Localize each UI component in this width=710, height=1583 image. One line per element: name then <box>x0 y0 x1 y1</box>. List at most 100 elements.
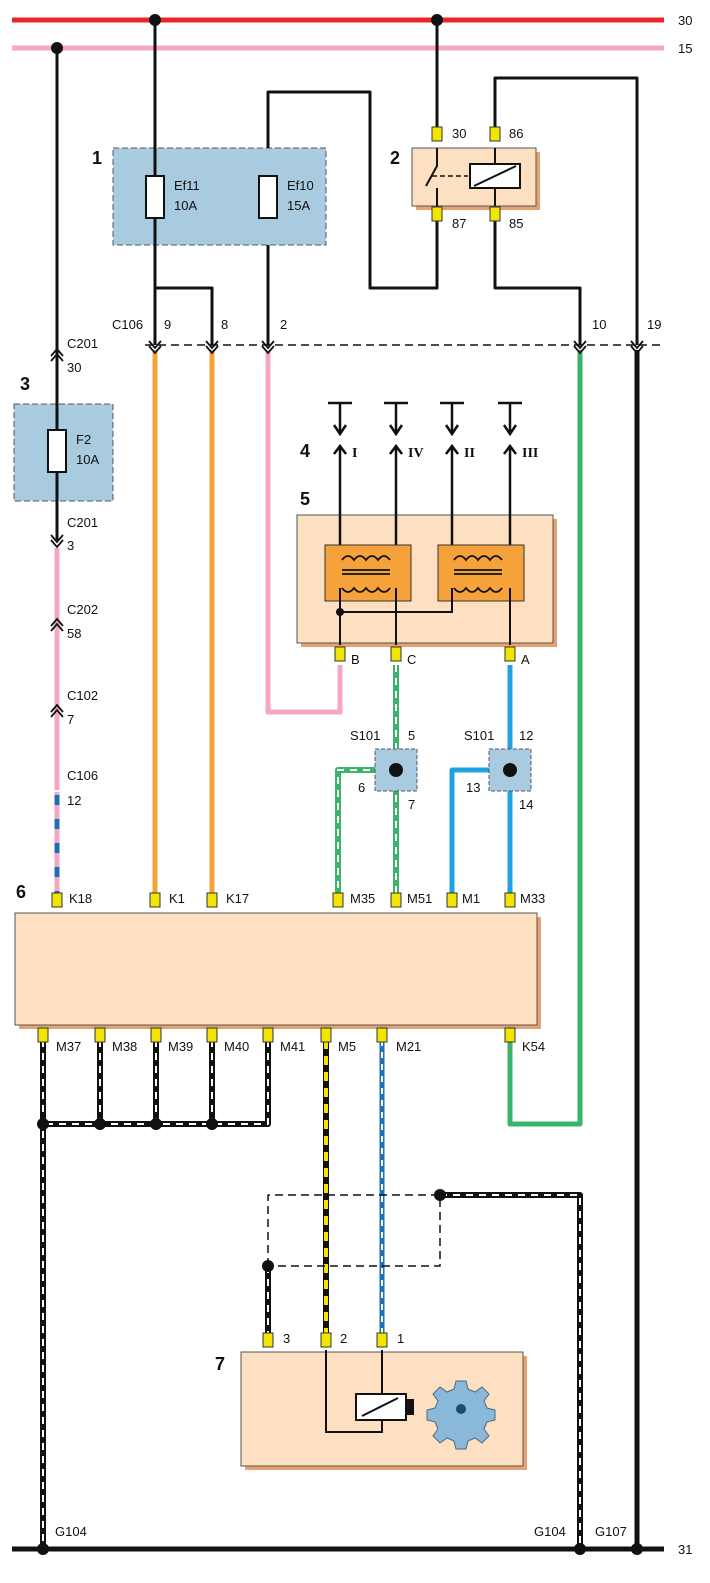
spark-lead-4 <box>389 443 403 560</box>
spark-lead-2 <box>445 443 459 560</box>
spark-label-iii: III <box>522 446 538 461</box>
fuse-f2-icon <box>47 429 67 473</box>
chevron-c201-3 <box>50 534 64 549</box>
pin-m5 <box>320 1027 332 1043</box>
c102-pin: 7 <box>67 712 74 727</box>
pin-k54 <box>504 1027 516 1043</box>
pin-m41 <box>262 1027 274 1043</box>
c201-top-pin: 30 <box>67 360 81 375</box>
junction-g107 <box>631 1543 643 1555</box>
c201-top-name: C201 <box>67 336 98 351</box>
spark-lead-3 <box>503 443 517 560</box>
power-rails: 30 15 31 <box>12 13 692 1557</box>
sensor-internal-wiring <box>325 1350 383 1433</box>
junctions <box>37 14 643 1555</box>
callout-4: 4 <box>300 441 310 461</box>
ecu-pin-m40: M40 <box>224 1039 249 1054</box>
pin-coil-a <box>504 646 516 662</box>
gear-icon <box>426 1380 496 1450</box>
ecu-pin-m33: M33 <box>520 891 545 906</box>
coil-internals: B C A <box>324 544 530 667</box>
sensor-coil-slash <box>361 1397 399 1417</box>
callout-1: 1 <box>92 148 102 168</box>
junction-rail30-ef11 <box>149 14 161 26</box>
callout-5: 5 <box>300 489 310 509</box>
ecu-pin-m5: M5 <box>338 1039 356 1054</box>
junction-ground-bus <box>37 1118 49 1130</box>
junction-rail30-relay <box>431 14 443 26</box>
coil-pin-c: C <box>407 652 416 667</box>
ecu-pin-k54: K54 <box>522 1039 545 1054</box>
c106-pin-19: 19 <box>647 317 661 332</box>
c201-bottom-pin: 3 <box>67 538 74 553</box>
rail-31-label: 31 <box>678 1542 692 1557</box>
c106-pin-9: 9 <box>164 317 171 332</box>
chevron-c202-58 <box>50 617 64 632</box>
ecu-pin-m35: M35 <box>350 891 375 906</box>
ecu-pin-m38: M38 <box>112 1039 137 1054</box>
spark-plug-4-icon <box>384 401 408 437</box>
sensor-pin-1: 1 <box>397 1331 404 1346</box>
wire-k54-green <box>507 350 583 1127</box>
splice-1-name: S101 <box>350 728 380 743</box>
ground-g107: G107 <box>595 1524 627 1539</box>
coil-pin-b: B <box>351 652 360 667</box>
splice-1-pin-5: 5 <box>408 728 415 743</box>
splice-2-pin-13: 13 <box>466 780 480 795</box>
ecu-pin-labels: K18 K1 K17 M35 M51 M1 M33 M37 M38 M39 M4… <box>56 891 545 1054</box>
junction-m38 <box>94 1118 106 1130</box>
coil-right-windings-icon <box>453 555 503 593</box>
chevron-c106-2 <box>261 340 275 355</box>
splice-1-pin-7: 7 <box>408 797 415 812</box>
ecu-pin-m21: M21 <box>396 1039 421 1054</box>
wire-ground-bus-white <box>42 1040 269 1549</box>
splice-2-pin-14: 14 <box>519 797 533 812</box>
c106-name: C106 <box>112 317 143 332</box>
fuse-ef10-name: Ef10 <box>287 178 314 193</box>
gear-hub <box>456 1404 466 1414</box>
shield-dashed <box>267 1194 441 1267</box>
pin-relay-85 <box>489 206 501 222</box>
wire-ef10-relay87 <box>266 90 439 290</box>
ground-g104-left: G104 <box>55 1524 87 1539</box>
splice-2-dot <box>503 763 517 777</box>
pin-k17 <box>206 892 218 908</box>
spark-plug-1-icon <box>328 401 352 437</box>
terminal-pins <box>37 126 516 1348</box>
junction-rail15 <box>51 42 63 54</box>
coil-pin-a: A <box>521 652 530 667</box>
pin-sensor-3 <box>262 1332 274 1348</box>
splice-2-pin-12: 12 <box>519 728 533 743</box>
pin-m37 <box>37 1027 49 1043</box>
wire-ground-bus-black <box>40 1040 271 1549</box>
relay-pin-86: 86 <box>509 126 523 141</box>
sensor-pin-3: 3 <box>283 1331 290 1346</box>
ecu-pin-k1: K1 <box>169 891 185 906</box>
junction-m39 <box>150 1118 162 1130</box>
pin-k1 <box>149 892 161 908</box>
splice-1-dot <box>389 763 403 777</box>
pin-m1 <box>446 892 458 908</box>
wire-shield-black <box>440 1192 583 1549</box>
fuses: Ef11 10A Ef10 15A F2 10A <box>47 175 314 473</box>
splices: S101 5 6 7 S101 12 13 14 <box>350 728 533 812</box>
relay-switch-icon <box>425 148 438 206</box>
ground-g104-right: G104 <box>534 1524 566 1539</box>
wire-relay85-c106-10 <box>493 215 582 345</box>
pin-m51 <box>390 892 402 908</box>
spark-outputs <box>328 401 522 560</box>
connector-labels: C106 9 8 2 10 19 C201 30 C201 3 C202 58 … <box>67 317 661 808</box>
pin-m39 <box>150 1027 162 1043</box>
pin-relay-87 <box>431 206 443 222</box>
c201-bottom-name: C201 <box>67 515 98 530</box>
callout-2: 2 <box>390 148 400 168</box>
fuse-ef10-rating: 15A <box>287 198 310 213</box>
rail-30-label: 30 <box>678 13 692 28</box>
callout-7: 7 <box>215 1354 225 1374</box>
callout-3: 3 <box>20 374 30 394</box>
pin-sensor-1 <box>376 1332 388 1348</box>
wire-coil-b-pink <box>265 350 343 715</box>
pin-sensor-2 <box>320 1332 332 1348</box>
pin-relay-86 <box>489 126 501 142</box>
